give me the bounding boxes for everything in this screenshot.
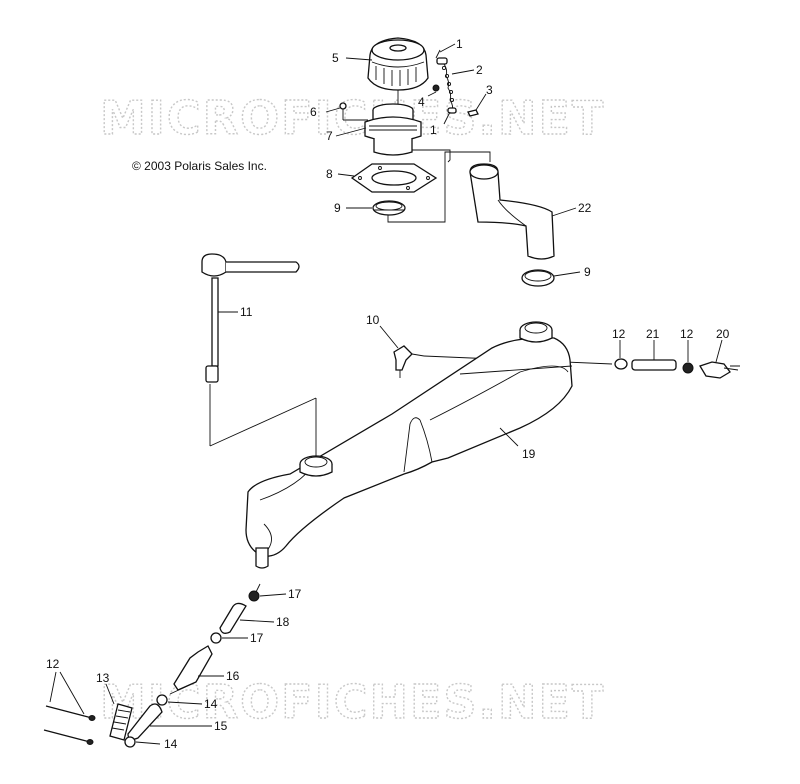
flange-gasket (350, 163, 438, 193)
copyright-text: © 2003 Polaris Sales Inc. (132, 159, 267, 173)
vent-elbow (393, 345, 425, 378)
callout-11: 11 (240, 305, 253, 319)
callout-10: 10 (366, 313, 380, 327)
callout-12-left: 12 (612, 327, 626, 341)
callout-1-bottom: 1 (430, 123, 437, 137)
callout-2: 2 (476, 63, 483, 77)
callout-18: 18 (276, 615, 290, 629)
callout-4: 4 (418, 95, 425, 109)
callout-17-bottom: 17 (250, 631, 264, 645)
cap-tether (432, 49, 479, 117)
filler-hose (469, 163, 555, 260)
callout-22: 22 (578, 201, 592, 215)
filler-neck (364, 103, 422, 156)
vent-fitting (339, 102, 368, 121)
callout-17-top: 17 (288, 587, 302, 601)
callout-5: 5 (332, 51, 339, 65)
callout-3: 3 (486, 83, 493, 97)
spring (109, 703, 133, 741)
callout-6: 6 (310, 105, 317, 119)
callout-8: 8 (326, 167, 333, 181)
callout-21: 21 (646, 327, 660, 341)
callout-15: 15 (214, 719, 228, 733)
callout-7: 7 (326, 129, 333, 143)
callout-19: 19 (522, 447, 536, 461)
callout-9-upper: 9 (334, 201, 341, 215)
callout-12-right: 12 (680, 327, 694, 341)
callout-12-bottom: 12 (46, 657, 60, 671)
watermark-top: MICROFICHES.NET (100, 91, 605, 145)
fuel-level-sender (201, 253, 317, 456)
callout-20: 20 (716, 327, 730, 341)
callout-1-top: 1 (456, 37, 463, 51)
leader-lines (49, 43, 723, 745)
fuel-tank (245, 321, 573, 569)
callout-14-top: 14 (204, 697, 218, 711)
callout-13: 13 (96, 671, 110, 685)
callout-labels: 1 2 3 4 5 1 6 7 8 9 22 9 11 10 12 21 12 … (46, 37, 730, 751)
callout-9-right: 9 (584, 265, 591, 279)
vent-line-assembly (614, 358, 740, 379)
callout-14-bottom: 14 (164, 737, 178, 751)
cable-ties (43, 705, 96, 745)
fuel-cap (367, 37, 429, 91)
outlet-assembly (124, 583, 261, 748)
hose-clamp-right (521, 269, 555, 287)
hose-clamp-upper (372, 200, 406, 216)
callout-16: 16 (226, 669, 240, 683)
